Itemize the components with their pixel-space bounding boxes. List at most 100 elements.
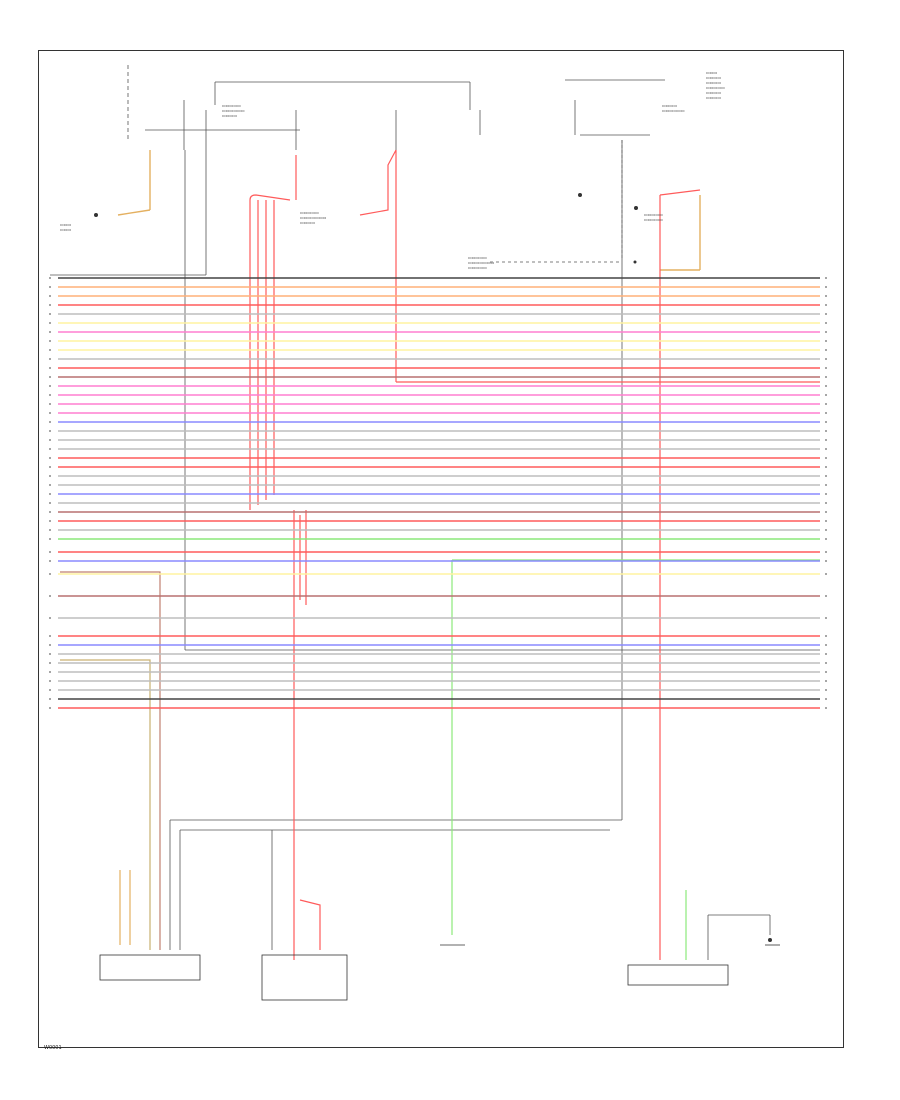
pin-marker <box>49 385 51 387</box>
pin-marker <box>49 331 51 333</box>
pin-marker <box>49 475 51 477</box>
pin-marker <box>825 551 827 553</box>
pin-marker <box>49 484 51 486</box>
pin-marker <box>825 635 827 637</box>
steering-junction-label: ▭▭▭▭▭ ▭▭▭▭▭▭▭ ▭▭▭▭ <box>300 210 327 225</box>
pin-marker <box>49 421 51 423</box>
pin-marker <box>49 538 51 540</box>
pin-marker <box>49 644 51 646</box>
pin-marker <box>49 367 51 369</box>
pin-marker <box>825 511 827 513</box>
pin-marker <box>49 349 51 351</box>
pin-marker <box>825 385 827 387</box>
top-right-fuse-label: ▭▭▭ ▭▭▭▭ ▭▭▭▭ ▭▭▭▭▭ ▭▭▭▭ ▭▭▭▭ <box>706 70 725 100</box>
occupant-module-box <box>99 954 201 981</box>
pin-marker <box>825 295 827 297</box>
sheet-label: W0001 <box>44 1045 62 1051</box>
pin-marker <box>49 466 51 468</box>
pin-marker <box>49 295 51 297</box>
pin-marker <box>49 529 51 531</box>
pin-marker <box>825 313 827 315</box>
pin-marker <box>49 403 51 405</box>
pin-marker <box>49 520 51 522</box>
pin-marker <box>825 322 827 324</box>
pin-marker <box>825 439 827 441</box>
pin-marker <box>825 689 827 691</box>
pin-marker <box>825 277 827 279</box>
pin-marker <box>825 430 827 432</box>
pin-marker <box>825 520 827 522</box>
pin-marker <box>49 698 51 700</box>
pin-marker <box>825 573 827 575</box>
pin-marker <box>825 698 827 700</box>
pin-marker <box>825 367 827 369</box>
pin-marker <box>825 412 827 414</box>
pin-marker <box>49 394 51 396</box>
top-relay-area <box>50 65 820 960</box>
pin-marker <box>825 403 827 405</box>
pin-marker <box>825 617 827 619</box>
pin-marker <box>825 707 827 709</box>
pin-marker <box>49 448 51 450</box>
pin-marker <box>825 376 827 378</box>
pin-marker <box>825 340 827 342</box>
tan-feed <box>117 150 701 271</box>
pin-marker <box>49 551 51 553</box>
pin-marker <box>825 484 827 486</box>
pin-marker <box>49 430 51 432</box>
pin-marker <box>825 529 827 531</box>
pin-marker <box>49 286 51 288</box>
pin-marker <box>49 493 51 495</box>
pin-marker <box>49 511 51 513</box>
top-right-relay-label: ▭▭▭▭ ▭▭▭▭▭▭ <box>662 103 685 113</box>
pin-marker <box>825 662 827 664</box>
battery-module-box <box>627 964 729 986</box>
pin-marker <box>49 277 51 279</box>
diagram-frame <box>38 50 844 1048</box>
pin-marker <box>49 671 51 673</box>
bottom-components <box>99 944 780 1001</box>
pin-marker <box>825 457 827 459</box>
pin-marker <box>825 331 827 333</box>
wire-bus <box>58 277 820 709</box>
pin-marker <box>49 340 51 342</box>
pin-marker <box>825 421 827 423</box>
ground-symbols <box>94 193 772 942</box>
pin-marker <box>49 304 51 306</box>
pin-marker <box>825 644 827 646</box>
pin-markers <box>49 277 827 709</box>
pin-marker <box>49 617 51 619</box>
battery-sensor-label: ▭▭▭▭▭ ▭▭▭▭▭ <box>644 212 663 222</box>
pin-marker <box>825 493 827 495</box>
pin-marker <box>825 394 827 396</box>
pin-marker <box>49 439 51 441</box>
left-fuse-label: ▭▭▭ ▭▭▭ <box>60 222 72 232</box>
pin-marker <box>49 376 51 378</box>
pin-marker <box>825 475 827 477</box>
pin-marker <box>825 502 827 504</box>
pin-marker <box>825 448 827 450</box>
pin-marker <box>825 304 827 306</box>
red-risers <box>249 149 820 960</box>
pin-marker <box>825 466 827 468</box>
pin-marker <box>49 560 51 562</box>
pin-marker <box>49 680 51 682</box>
pin-marker <box>49 662 51 664</box>
pin-marker <box>49 595 51 597</box>
pin-marker <box>825 653 827 655</box>
pin-marker <box>49 502 51 504</box>
center-junction-label: ▭▭▭▭▭ ▭▭▭▭▭▭▭ ▭▭▭▭▭ <box>468 255 495 270</box>
top-relay-label: ▭▭▭▭▭ ▭▭▭▭▭▭ ▭▭▭▭ <box>222 103 245 118</box>
pin-marker <box>49 412 51 414</box>
pin-marker <box>49 707 51 709</box>
pin-marker <box>825 538 827 540</box>
pin-marker <box>49 313 51 315</box>
pin-marker <box>825 286 827 288</box>
pin-marker <box>49 689 51 691</box>
pin-marker <box>49 573 51 575</box>
pin-marker <box>825 358 827 360</box>
pin-marker <box>49 457 51 459</box>
pin-marker <box>825 349 827 351</box>
pin-marker <box>825 560 827 562</box>
